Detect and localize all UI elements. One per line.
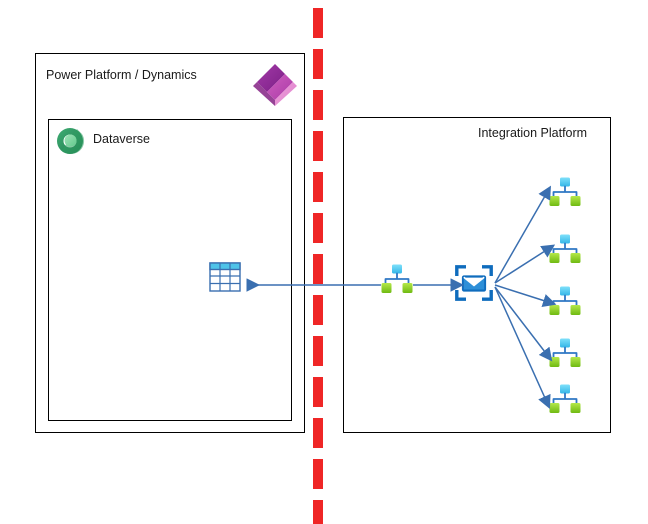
integration-platform-title: Integration Platform (478, 126, 588, 140)
target-node-1 (549, 177, 581, 207)
integration-platform-container (343, 117, 611, 433)
target-node-3 (549, 286, 581, 316)
target-node-5 (549, 384, 581, 414)
power-platform-container (35, 53, 305, 433)
divider-dash (313, 377, 323, 407)
target-node-4 (549, 338, 581, 368)
divider-dash (313, 131, 323, 161)
divider-dash (313, 459, 323, 489)
service-bus-envelope-icon (455, 265, 493, 301)
target-node-2 (549, 234, 581, 264)
divider-dash (313, 254, 323, 284)
dataverse-table-icon (209, 262, 241, 292)
divider-dash (313, 500, 323, 524)
divider-dash (313, 336, 323, 366)
red-dashed-divider (313, 0, 323, 524)
power-platform-logo (252, 62, 298, 108)
divider-dash (313, 295, 323, 325)
divider-dash (313, 49, 323, 79)
divider-dash (313, 213, 323, 243)
source-node-icon (381, 264, 413, 294)
divider-dash (313, 172, 323, 202)
dataverse-logo (55, 126, 85, 156)
divider-dash (313, 418, 323, 448)
divider-dash (313, 8, 323, 38)
divider-dash (313, 90, 323, 120)
dataverse-title: Dataverse (93, 132, 150, 146)
power-platform-title: Power Platform / Dynamics (46, 68, 197, 82)
dataverse-container (48, 119, 292, 421)
